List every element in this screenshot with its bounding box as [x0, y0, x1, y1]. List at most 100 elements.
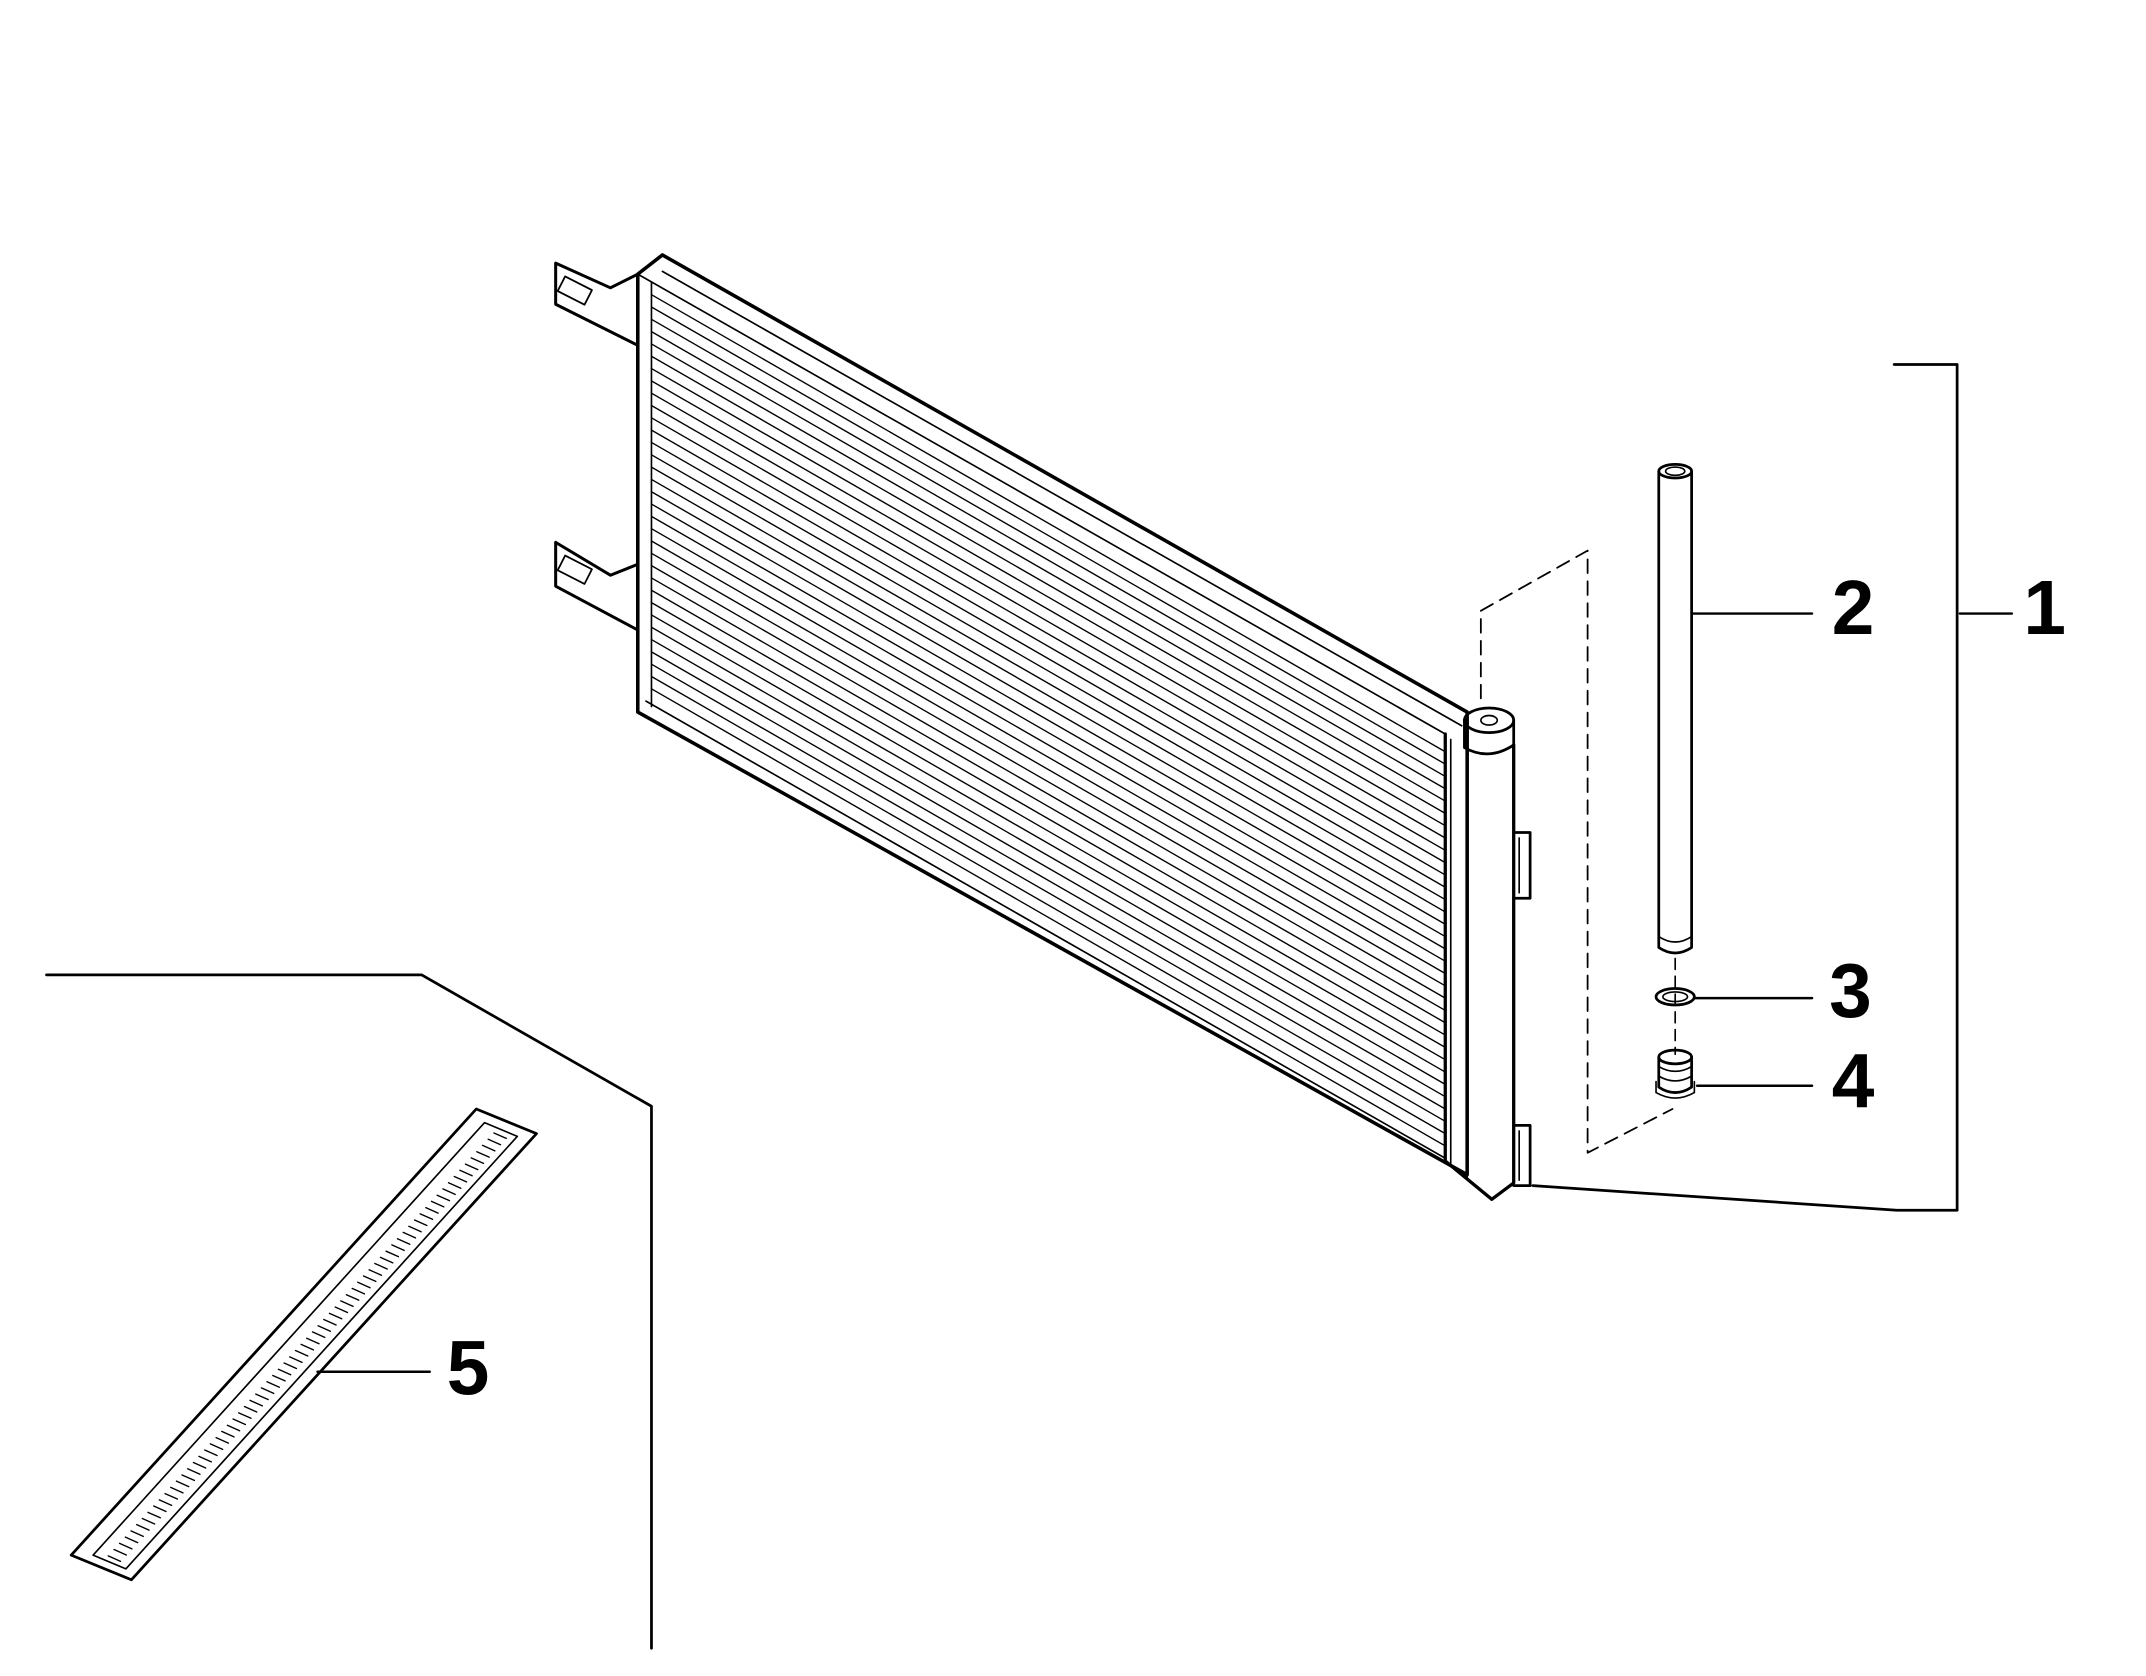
- seal-strip-hatch: [107, 1555, 122, 1563]
- seal-strip-hatch: [243, 1405, 258, 1413]
- fin-line: [650, 638, 1446, 1098]
- fin-line: [650, 688, 1446, 1147]
- seal-strip-hatch: [192, 1461, 207, 1469]
- callout-1: 1: [2023, 566, 2066, 651]
- seal-strip-hatch: [442, 1188, 456, 1196]
- seal-strip-hatch: [430, 1200, 445, 1208]
- lower-mounting-bracket: [554, 540, 640, 632]
- fin-line: [650, 343, 1446, 802]
- seal-strip-hatch: [413, 1219, 428, 1227]
- seal-strip-hatch: [368, 1269, 383, 1276]
- seal-strip-hatch: [113, 1548, 128, 1556]
- seal-strip-hatch: [453, 1175, 468, 1183]
- seal-strip-hatch: [328, 1312, 343, 1320]
- fin-line: [650, 491, 1446, 950]
- fin-line: [650, 614, 1446, 1073]
- seal-strip-hatch: [260, 1387, 275, 1395]
- header-tank: [1443, 706, 1532, 1201]
- seal-strip-hatch: [141, 1517, 156, 1525]
- seal-strip-hatch: [396, 1238, 411, 1245]
- inset-frame: [45, 973, 653, 1650]
- seal-strip-hatch: [238, 1412, 252, 1419]
- fin-line: [650, 355, 1446, 815]
- fin-line: [650, 417, 1446, 876]
- seal-strip-hatch: [374, 1262, 388, 1270]
- seal-strip-hatch: [277, 1368, 292, 1376]
- seal-strip-hatch: [419, 1213, 434, 1220]
- seal-strip-hatch: [169, 1486, 184, 1494]
- seal-strip-hatch: [323, 1318, 337, 1326]
- fin-line: [650, 306, 1446, 765]
- seal-strip-hatch: [470, 1157, 485, 1165]
- seal-strip-hatch: [266, 1381, 281, 1388]
- seal-strip-hatch: [153, 1505, 167, 1513]
- assembly-dashed-line: [1479, 549, 1674, 1154]
- fin-line: [650, 675, 1446, 1135]
- fin-line: [650, 380, 1446, 839]
- upper-mounting-bracket: [554, 261, 640, 347]
- seal-strip-hatch: [289, 1356, 303, 1364]
- seal-strip-hatch: [226, 1424, 241, 1432]
- o-ring: [1654, 987, 1696, 1007]
- fin-line: [650, 367, 1446, 827]
- callout-3: 3: [1829, 949, 1872, 1034]
- fin-line: [650, 441, 1446, 901]
- callout-4: 4: [1832, 1039, 1875, 1124]
- seal-strip-hatch: [476, 1151, 490, 1158]
- seal-strip-hatch: [300, 1343, 315, 1351]
- seal-strip-hatch: [357, 1281, 371, 1289]
- fin-line: [650, 564, 1446, 1024]
- seal-strip-texture: [107, 1132, 507, 1563]
- condenser-core: [635, 253, 1469, 1177]
- callout-5: 5: [447, 1327, 490, 1412]
- seal-strip-hatch: [340, 1300, 354, 1308]
- fin-line: [650, 392, 1446, 852]
- fin-line: [650, 528, 1446, 987]
- seal-strip-hatch: [385, 1250, 400, 1258]
- seal-strip-hatch: [306, 1337, 320, 1345]
- seal-strip-hatch: [136, 1523, 150, 1531]
- condenser-assembly: [554, 253, 1532, 1201]
- callout-2: 2: [1832, 566, 1875, 651]
- seal-strip-hatch: [459, 1169, 473, 1177]
- fin-line: [650, 293, 1446, 753]
- fin-line: [650, 466, 1446, 925]
- seal-strip-hatch: [425, 1206, 439, 1214]
- seal-strip-hatch: [118, 1542, 133, 1550]
- seal-strip-hatch: [181, 1474, 196, 1482]
- seal-strip-hatch: [209, 1443, 224, 1451]
- seal-strip-hatch: [391, 1244, 405, 1252]
- seal-strip-hatch: [147, 1511, 161, 1519]
- seal-strip-hatch: [124, 1536, 139, 1544]
- seal-strip-hatch: [487, 1138, 502, 1146]
- fin-line: [650, 478, 1446, 938]
- seal-strip-hatch: [164, 1492, 179, 1500]
- condenser-fins: [650, 293, 1446, 1147]
- seal-strip-hatch: [198, 1455, 212, 1463]
- seal-strip-hatch: [221, 1430, 235, 1438]
- seal-strip-hatch: [402, 1231, 417, 1239]
- seal-strip-hatch: [249, 1399, 264, 1407]
- seal-strip: [69, 1107, 538, 1582]
- seal-strip-hatch: [334, 1306, 349, 1314]
- fin-line: [650, 552, 1446, 1012]
- seal-strip-hatch: [447, 1182, 462, 1189]
- leader-lines: [1531, 363, 2014, 1212]
- seal-strip-hatch: [232, 1418, 247, 1426]
- dryer-cartridge: [1657, 462, 1693, 955]
- seal-strip-hatch: [351, 1287, 366, 1295]
- seal-strip-hatch: [379, 1256, 394, 1264]
- fin-line: [650, 626, 1446, 1086]
- seal-strip-hatch: [436, 1194, 451, 1202]
- seal-strip-hatch: [215, 1436, 230, 1444]
- seal-strip-hatch: [362, 1275, 377, 1283]
- threaded-plug: [1655, 1048, 1696, 1099]
- seal-strip-hatch: [311, 1331, 326, 1339]
- fin-line: [650, 589, 1446, 1049]
- seal-strip-hatch: [186, 1468, 201, 1475]
- fin-line: [650, 577, 1446, 1036]
- seal-strip-hatch: [493, 1132, 507, 1140]
- seal-strip-hatch: [158, 1499, 173, 1507]
- fin-line: [650, 429, 1446, 888]
